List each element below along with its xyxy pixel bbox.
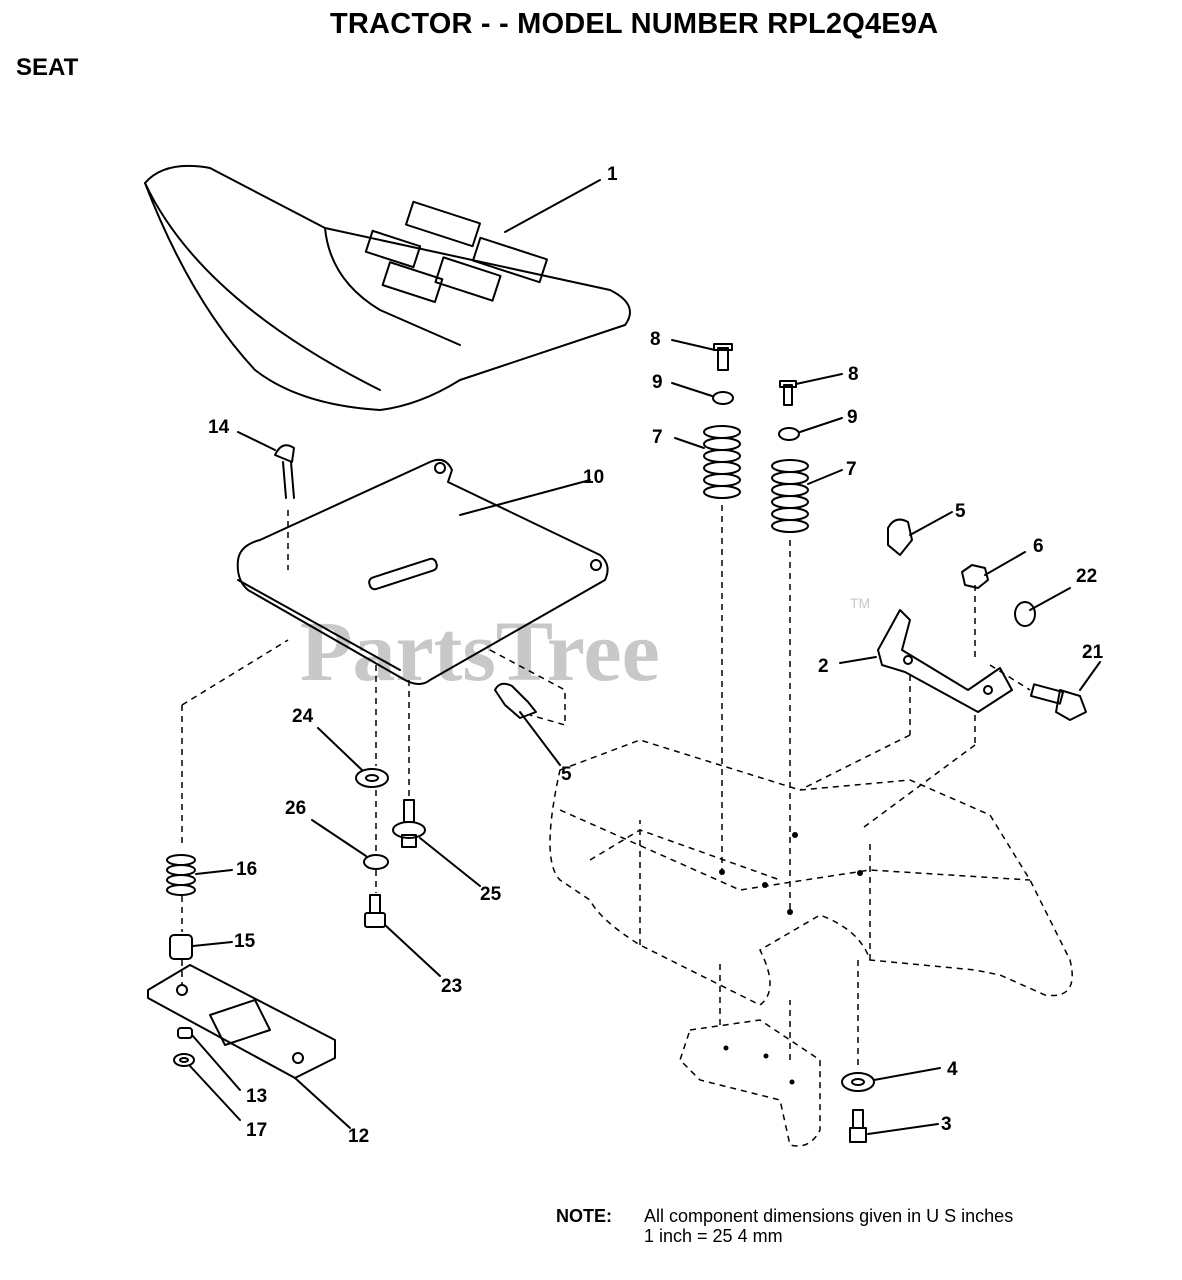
leader-5a bbox=[909, 511, 953, 536]
leader-7b bbox=[807, 469, 843, 485]
leader-3 bbox=[867, 1123, 939, 1135]
frame-holes bbox=[719, 832, 863, 1085]
callout-7-right: 7 bbox=[846, 459, 857, 480]
shoulder-bolt-part[interactable] bbox=[392, 799, 426, 848]
leader-8a bbox=[671, 339, 716, 351]
leader-25 bbox=[419, 837, 481, 887]
callout-13: 13 bbox=[246, 1086, 267, 1107]
leader-6 bbox=[984, 551, 1026, 576]
leader-22 bbox=[1029, 587, 1071, 611]
note-line-2: 1 inch = 25 4 mm bbox=[644, 1226, 783, 1246]
bolt-part-2[interactable] bbox=[779, 380, 797, 406]
callout-3: 3 bbox=[941, 1114, 952, 1135]
leader-2 bbox=[839, 656, 877, 664]
callout-24: 24 bbox=[292, 706, 314, 727]
spring-7-right[interactable] bbox=[771, 459, 809, 533]
callout-17: 17 bbox=[246, 1120, 267, 1141]
leader-17 bbox=[189, 1065, 241, 1121]
pivot-bracket-part[interactable] bbox=[877, 609, 1013, 713]
knob-part-left[interactable] bbox=[494, 682, 537, 719]
callout-12: 12 bbox=[348, 1126, 369, 1147]
spring-7-left[interactable] bbox=[703, 425, 741, 499]
leader-26 bbox=[311, 819, 367, 857]
leader-4 bbox=[873, 1067, 941, 1081]
leader-14 bbox=[237, 431, 276, 451]
leader-8b bbox=[795, 373, 843, 385]
seat-pan-part[interactable] bbox=[236, 458, 609, 685]
seat-part[interactable] bbox=[144, 164, 631, 411]
lock-washer-part[interactable] bbox=[363, 854, 389, 870]
leader-13 bbox=[191, 1034, 241, 1091]
callout-25: 25 bbox=[480, 884, 502, 905]
callout-9-left: 9 bbox=[652, 372, 663, 393]
callout-5-left: 5 bbox=[561, 764, 572, 785]
spacer-part[interactable] bbox=[169, 934, 193, 960]
leader-24 bbox=[317, 727, 363, 771]
nut-part[interactable] bbox=[177, 1027, 193, 1039]
knob-part-right[interactable] bbox=[887, 518, 913, 556]
leader-10 bbox=[459, 479, 591, 516]
dimensions-note: NOTE: All component dimensions given in U… bbox=[556, 1206, 1013, 1246]
callout-10: 10 bbox=[583, 467, 604, 488]
screw-part[interactable] bbox=[364, 894, 386, 928]
watermark-trademark: TM bbox=[850, 595, 870, 611]
callout-5-right: 5 bbox=[955, 501, 966, 522]
callout-8-right: 8 bbox=[848, 364, 859, 385]
callout-1: 1 bbox=[607, 164, 618, 185]
washer-9-right[interactable] bbox=[778, 427, 800, 441]
callout-9-right: 9 bbox=[847, 407, 858, 428]
callout-26: 26 bbox=[285, 798, 306, 819]
leader-16 bbox=[195, 869, 233, 875]
callout-7-left: 7 bbox=[652, 427, 663, 448]
seat-bracket-part[interactable] bbox=[147, 964, 336, 1079]
flange-nut-part[interactable] bbox=[173, 1053, 195, 1067]
callout-8-left: 8 bbox=[650, 329, 661, 350]
callout-6: 6 bbox=[1033, 536, 1044, 557]
leader-1 bbox=[504, 179, 601, 233]
bolt-part-1[interactable] bbox=[713, 343, 733, 371]
callout-16: 16 bbox=[236, 859, 257, 880]
leader-9a bbox=[671, 382, 713, 397]
callout-14: 14 bbox=[208, 417, 230, 438]
locknut-part[interactable] bbox=[1014, 601, 1036, 627]
leader-9b bbox=[799, 417, 843, 433]
callout-2: 2 bbox=[818, 656, 829, 677]
washer-part[interactable] bbox=[355, 768, 389, 788]
section-title: SEAT bbox=[16, 54, 79, 81]
callout-22: 22 bbox=[1076, 566, 1097, 587]
hex-bolt-part[interactable] bbox=[849, 1109, 867, 1143]
callout-4: 4 bbox=[947, 1059, 958, 1080]
note-line-1: All component dimensions given in U S in… bbox=[644, 1206, 1014, 1226]
leader-12 bbox=[294, 1077, 351, 1129]
callout-23: 23 bbox=[441, 976, 462, 997]
callout-21: 21 bbox=[1082, 642, 1104, 663]
callout-15: 15 bbox=[234, 931, 256, 952]
pivot-bolt-part[interactable] bbox=[1029, 683, 1087, 721]
spring-part[interactable] bbox=[166, 854, 196, 896]
leader-5b bbox=[519, 711, 561, 766]
washer-9-left[interactable] bbox=[712, 391, 734, 405]
hex-nut-part[interactable] bbox=[961, 564, 989, 589]
leader-7a bbox=[674, 437, 705, 449]
washer-4-part[interactable] bbox=[841, 1072, 875, 1092]
page-title: TRACTOR - - MODEL NUMBER RPL2Q4E9A bbox=[330, 8, 939, 40]
note-label: NOTE: bbox=[556, 1206, 612, 1226]
carriage-bolt-part[interactable] bbox=[274, 444, 295, 499]
tractor-frame bbox=[181, 505, 1073, 1147]
leader-15 bbox=[192, 941, 233, 947]
leader-23 bbox=[384, 924, 441, 977]
leader-21 bbox=[1079, 661, 1101, 691]
